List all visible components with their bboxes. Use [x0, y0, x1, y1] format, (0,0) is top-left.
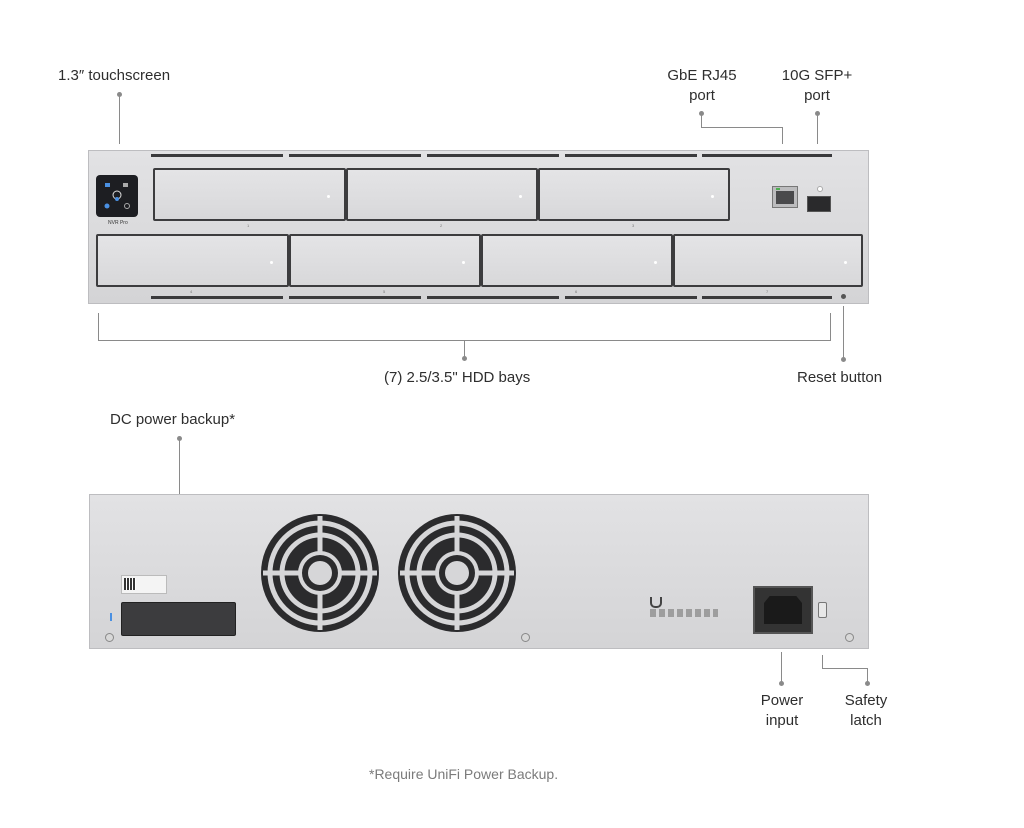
- vent-slot: [289, 154, 421, 157]
- ubiquiti-logo-icon: [650, 597, 662, 608]
- bay-led: [327, 194, 330, 198]
- bay-number: 1: [247, 223, 250, 228]
- bay-number: 4: [190, 289, 193, 294]
- rear-chassis: [89, 494, 869, 649]
- rj45-label: GbE RJ45 port: [660, 66, 744, 106]
- vent-slot: [702, 154, 832, 157]
- reset-leader-dot: [841, 357, 846, 362]
- power-label-line2: input: [765, 712, 799, 729]
- latch-leader-h: [822, 668, 868, 669]
- latch-label-line2: latch: [850, 712, 882, 729]
- fan-left: [261, 514, 379, 632]
- sfp-port[interactable]: [807, 196, 831, 212]
- hdd-bay-4[interactable]: [96, 234, 289, 287]
- hdd-bracket-left: [98, 313, 99, 341]
- latch-leader-v2: [867, 668, 868, 682]
- hdd-bay-2[interactable]: [346, 168, 538, 221]
- bay-number: 7: [766, 289, 769, 294]
- vent-slot: [289, 296, 421, 299]
- power-input-port[interactable]: [753, 586, 813, 634]
- rj45-port[interactable]: [772, 186, 798, 208]
- touchscreen-icons: [104, 183, 130, 209]
- qr-sticker: [121, 575, 167, 594]
- touchscreen-label: 1.3″ touchscreen: [58, 67, 171, 84]
- footnote: *Require UniFi Power Backup.: [369, 766, 559, 782]
- hdd-bay-3[interactable]: [538, 168, 730, 221]
- reset-label: Reset button: [797, 369, 883, 386]
- fan-right: [398, 514, 516, 632]
- rj45-label-line1: GbE RJ45: [667, 67, 737, 84]
- sfp-leader: [817, 113, 818, 144]
- vent-slot: [427, 154, 559, 157]
- bay-number: 3: [632, 223, 635, 228]
- rj45-leader-v2: [782, 127, 783, 144]
- rj45-leader-h: [701, 127, 783, 128]
- latch-leader-v1: [822, 655, 823, 669]
- sfp-led: [817, 186, 823, 192]
- hdd-bracket-right: [830, 313, 831, 341]
- reset-button[interactable]: [841, 294, 846, 299]
- vent-slot: [565, 296, 697, 299]
- brand-text: NVR Pro: [108, 220, 128, 226]
- reset-leader: [843, 306, 844, 358]
- dc-power-port[interactable]: [121, 602, 236, 636]
- hdd-label: (7) 2.5/3.5" HDD bays: [384, 369, 531, 386]
- latch-leader-dot: [865, 681, 870, 686]
- bay-led: [654, 260, 657, 264]
- sfp-label-line2: port: [804, 87, 830, 104]
- rj45-led: [776, 188, 780, 190]
- bay-number: 6: [575, 289, 578, 294]
- hdd-bay-7[interactable]: [673, 234, 863, 287]
- vent-slot: [565, 154, 697, 157]
- bay-led: [270, 260, 273, 264]
- dc-side-icon: [96, 613, 112, 621]
- front-chassis: NVR Pro 1 2 3 4 5 6 7: [88, 150, 869, 304]
- hdd-leader-dot: [462, 356, 467, 361]
- power-leader: [781, 652, 782, 682]
- touchscreen[interactable]: [96, 175, 138, 217]
- power-label-line1: Power: [760, 692, 804, 709]
- touchscreen-leader: [119, 94, 120, 144]
- safety-latch[interactable]: [818, 602, 827, 618]
- sfp-label: 10G SFP+ port: [774, 66, 860, 106]
- hdd-leader: [464, 340, 465, 357]
- hdd-bay-1[interactable]: [153, 168, 346, 221]
- bay-number: 2: [440, 223, 443, 228]
- bay-led: [711, 194, 714, 198]
- vent-slot: [427, 296, 559, 299]
- hdd-bay-6[interactable]: [481, 234, 673, 287]
- hdd-bay-5[interactable]: [289, 234, 481, 287]
- power-label: Power input: [752, 691, 812, 731]
- regulatory-marks: [650, 609, 718, 617]
- qr-code-icon: [124, 578, 136, 590]
- power-leader-dot: [779, 681, 784, 686]
- latch-label: Safety latch: [836, 691, 896, 731]
- bay-number: 5: [383, 289, 386, 294]
- screw-icon: [105, 633, 114, 642]
- iec-socket: [764, 596, 802, 624]
- bay-led: [462, 260, 465, 264]
- latch-label-line1: Safety: [844, 692, 888, 709]
- rj45-leader-v1: [701, 113, 702, 128]
- bay-led: [519, 194, 522, 198]
- vent-slot: [151, 296, 283, 299]
- vent-slot: [151, 154, 283, 157]
- screw-icon: [521, 633, 530, 642]
- vent-slot: [702, 296, 832, 299]
- dc-label: DC power backup*: [110, 411, 236, 428]
- rj45-label-line2: port: [689, 87, 715, 104]
- screw-icon: [845, 633, 854, 642]
- sfp-label-line1: 10G SFP+: [781, 67, 853, 84]
- bay-led: [844, 260, 847, 264]
- rj45-jack: [776, 191, 794, 204]
